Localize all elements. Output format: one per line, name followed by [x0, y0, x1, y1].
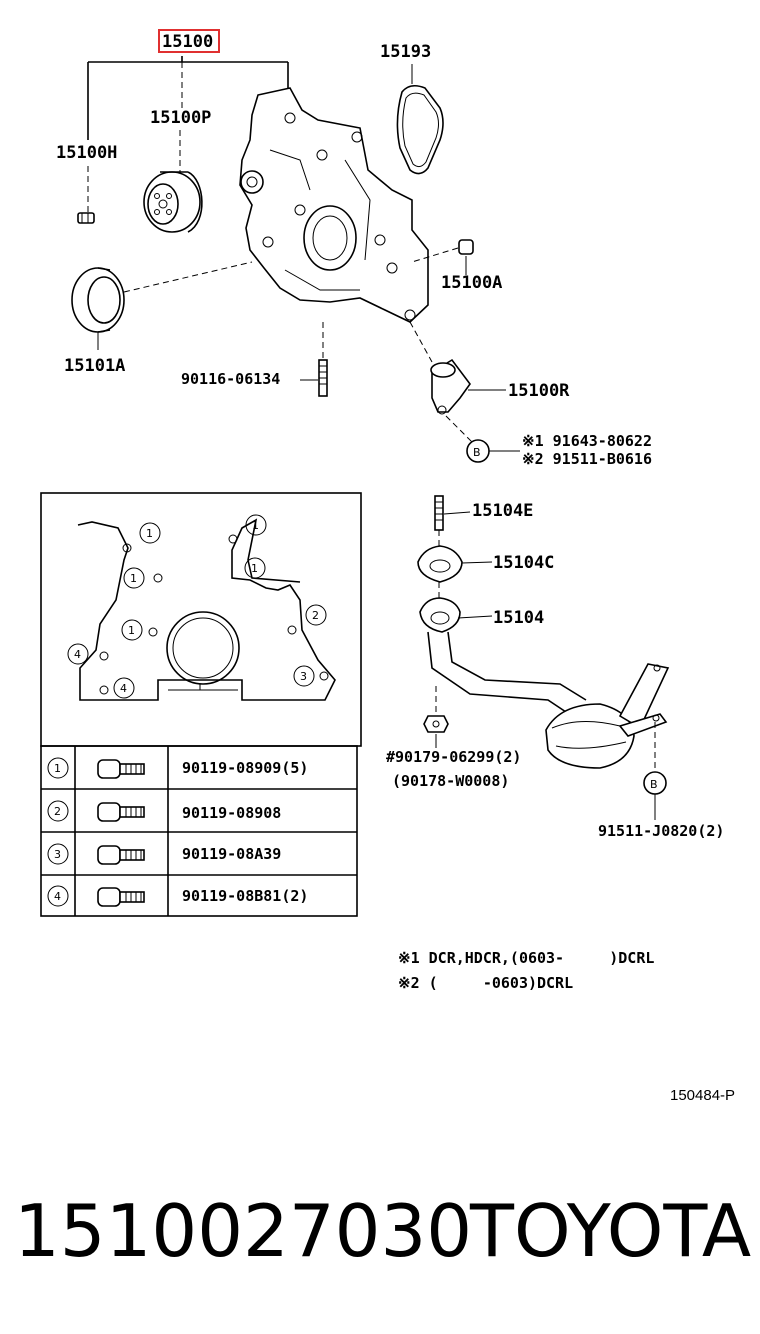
- inset-marker: 1: [139, 522, 161, 544]
- table-row[interactable]: 2 90119-08908: [47, 800, 281, 822]
- part-number-title: 1510027030: [14, 1189, 472, 1273]
- part-90116-06134-label[interactable]: 90116-06134: [181, 370, 280, 388]
- bolt-table: [40, 745, 358, 917]
- inset-marker: 1: [121, 619, 143, 641]
- gasket-icon: [417, 545, 463, 583]
- stud-e-icon: [434, 495, 444, 531]
- svg-text:1: 1: [252, 519, 259, 532]
- bolt-part-number: 90119-08A39: [182, 845, 281, 863]
- inset-marker: 2: [305, 604, 327, 626]
- svg-text:B: B: [650, 778, 658, 791]
- strainer-icon: [419, 597, 670, 769]
- part-15193-label[interactable]: 15193: [380, 42, 431, 62]
- note-b1[interactable]: ※1 91643-80622: [522, 432, 652, 450]
- part-91511-J0820-label[interactable]: 91511-J0820(2): [598, 822, 724, 840]
- part-15100-label[interactable]: 15100: [162, 32, 213, 52]
- part-15104E-label[interactable]: 15104E: [472, 501, 533, 521]
- bolt-icon: [97, 845, 145, 865]
- bolt-part-number: 90119-08909(5): [182, 759, 308, 777]
- inset-housing-outline: [77, 518, 336, 701]
- rotor-gear-icon: [143, 171, 203, 233]
- bolt-part-number: 90119-08908: [182, 804, 281, 822]
- inset-holes: [99, 534, 329, 695]
- svg-text:2: 2: [54, 805, 61, 818]
- note-b2[interactable]: ※2 91511-B0616: [522, 450, 652, 468]
- plug-a-icon: [458, 239, 474, 255]
- inset-marker: 1: [245, 514, 267, 536]
- bolt-icon: [97, 802, 145, 822]
- o-ring-icon: [396, 84, 444, 175]
- inset-marker: 4: [67, 643, 89, 665]
- part-15100P-label[interactable]: 15100P: [150, 108, 211, 128]
- table-row[interactable]: 4 90119-08B81(2): [47, 885, 308, 907]
- inset-marker: 3: [293, 665, 315, 687]
- part-15100-highlight: [158, 29, 220, 53]
- svg-text:1: 1: [128, 624, 135, 637]
- footnote-1: ※1 DCR,HDCR,(0603- )DCRL: [398, 949, 654, 967]
- part-nut-alt-label[interactable]: (90178-W0008): [392, 772, 509, 790]
- svg-text:4: 4: [54, 890, 61, 903]
- diagram-ref-code: 150484-P: [670, 1087, 735, 1104]
- svg-text:1: 1: [130, 572, 137, 585]
- oil-pump-housing: [239, 87, 429, 323]
- footnote-2: ※2 ( -0603)DCRL: [398, 974, 573, 992]
- inset-marker: 1: [123, 567, 145, 589]
- table-row[interactable]: 1 90119-08909(5): [47, 757, 308, 779]
- bolt-icon: [97, 759, 145, 779]
- part-15104-label[interactable]: 15104: [493, 608, 544, 628]
- inset-marker: 1: [244, 557, 266, 579]
- svg-text:1: 1: [146, 527, 153, 540]
- svg-text:B: B: [473, 446, 481, 459]
- svg-text:3: 3: [300, 670, 307, 683]
- svg-text:4: 4: [74, 648, 81, 661]
- part-15100A-label[interactable]: 15100A: [441, 273, 502, 293]
- part-15104C-label[interactable]: 15104C: [493, 553, 554, 573]
- assy-bracket: [87, 56, 289, 140]
- part-15100R-label[interactable]: 15100R: [508, 381, 570, 401]
- svg-text:4: 4: [120, 682, 127, 695]
- bolt-icon: [97, 887, 145, 907]
- part-15100H-label[interactable]: 15100H: [56, 143, 117, 163]
- svg-text:2: 2: [312, 609, 319, 622]
- table-row[interactable]: 3 90119-08A39: [47, 843, 281, 865]
- brand-title: TOYOTA: [469, 1189, 751, 1273]
- part-15101A-label[interactable]: 15101A: [64, 356, 125, 376]
- nut-icon: [423, 715, 449, 733]
- inset-marker: 4: [113, 677, 135, 699]
- part-nut-label[interactable]: #90179-06299(2): [386, 748, 521, 766]
- bolt-part-number: 90119-08B81(2): [182, 887, 308, 905]
- stud-icon: [318, 359, 328, 397]
- svg-text:1: 1: [251, 562, 258, 575]
- svg-text:1: 1: [54, 762, 61, 775]
- bolt-h-icon: [77, 212, 95, 224]
- relief-valve-icon: [430, 358, 471, 415]
- svg-text:3: 3: [54, 848, 61, 861]
- oil-seal-icon: [71, 267, 125, 333]
